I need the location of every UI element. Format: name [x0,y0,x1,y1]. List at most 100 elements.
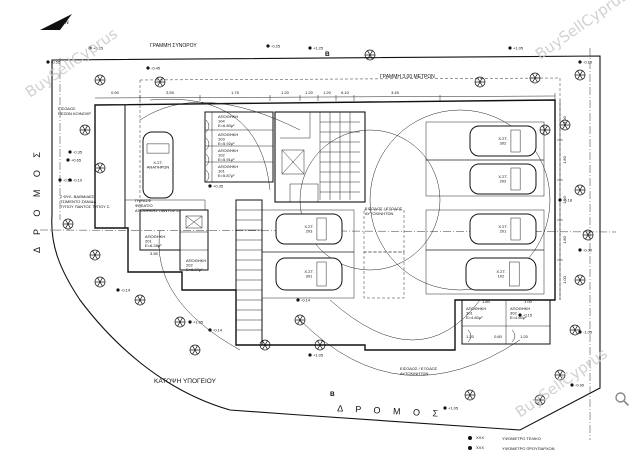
zoom-icon[interactable] [614,391,630,407]
car-windshield [316,261,327,287]
parking-car [469,163,537,195]
level-marker [146,66,150,70]
storage-block-left [204,111,274,183]
level-marker [116,288,120,292]
dimension-value-box: 1.00 [524,299,533,304]
level-value: -0.30 [583,248,593,253]
legend-text: ΥΨΟΜΕΤΡΟ ΠΡΟΥΠΑΡΧΟΝ [502,446,555,451]
dimension-value-top: 1.20 [281,90,290,95]
boundary-front-label: ΓΡΑΜΜΗ ΣΥΝΟΡΟΥ [150,43,197,49]
car-windshield [510,129,521,153]
level-value: -0.10 [73,178,83,183]
level-value: -0.55 [63,178,73,183]
level-value: -0.25 [271,44,281,49]
tree-icon [559,119,571,131]
level-value: +1.05 [313,353,324,358]
tree-icon [174,316,186,328]
level-marker [308,353,312,357]
level-marker [188,320,192,324]
level-marker [58,178,62,182]
dimension-value-top: 6.10 [341,90,350,95]
level-marker [66,158,70,162]
dimension-chain-top [94,95,556,99]
section-mark: B [325,51,330,58]
legend-marker [468,436,472,440]
level-marker [208,184,212,188]
level-value: +1.05 [193,320,204,325]
car-windshield [510,217,521,241]
level-marker [68,150,72,154]
level-value: -0.90 [575,383,585,388]
level-marker [578,248,582,252]
level-marker [518,313,522,317]
level-marker [308,46,312,50]
building-line [139,77,561,300]
tree-icon [294,314,306,326]
tree-icon [154,76,166,88]
level-marker [443,406,447,410]
level-value: -1.05 [583,330,593,335]
level-marker [578,60,582,64]
level-value: -0.14 [213,328,223,333]
parking-car [465,257,537,291]
level-value: +1.05 [448,406,459,411]
north-arrow-icon [40,14,72,30]
tree-icon [574,184,586,196]
level-marker [88,46,92,50]
street-label-left: Δ Ρ Ο Μ Ο Σ [32,147,42,253]
tree-icon [464,389,476,401]
tree-icon [574,69,586,81]
level-value: -0.45 [151,66,161,71]
tree-icon [474,76,486,88]
level-value: -0.14 [121,288,131,293]
legend-marker [468,446,472,450]
level-marker [208,328,212,332]
level-value: +0.35 [213,184,224,189]
north-label: N [65,20,69,26]
tree-icon [539,124,551,136]
parking-space-label: Χ.ΣΤ.202 [498,174,507,184]
dimension-value-box: 1.20 [466,334,475,339]
tree-icon [94,162,106,174]
tree-icon [189,344,201,356]
dimension-value-right: 1.80 [562,155,567,164]
car-windshield [146,143,170,154]
drawing-title: ΚΑΤΟΨΗ ΥΠΟΓΕΙΟΥ [154,378,217,385]
level-value: +1.25 [313,46,324,51]
dimension-value-right: 3.00 [562,115,567,124]
level-marker [68,178,72,182]
parking-space-label: Χ.ΣΤ.203 [304,224,313,234]
site-boundary [51,55,601,431]
dimension-value-top: 1.20 [323,90,332,95]
level-marker [266,44,270,48]
building-line-label: ΓΡΑΜΜΗ 3.00 ΜΕΤΡΩΝ [380,74,435,80]
dimension-value-top: 3.55 [166,90,175,95]
parking-car [469,125,537,157]
level-value: -0.14 [301,298,311,303]
dimension-value-right: 1.00 [562,275,567,284]
legend-symbol: XXX [476,445,484,450]
dimension-value-left: 3.55 [150,251,159,256]
tree-icon [89,249,101,261]
parking-space-label: Χ.ΣΤ.102 [496,269,505,279]
tree-icon [94,74,106,86]
level-value: -0.15 [523,313,533,318]
level-value: -0.18 [563,198,573,203]
parking-car [142,131,174,199]
tree-icon [259,339,271,351]
dimension-value-top: 0.90 [111,90,120,95]
turning-circles [139,98,551,376]
dimension-value-box: 0.80 [494,334,503,339]
car-windshield [509,261,520,287]
parking-car [469,213,537,245]
dimension-value-top: 1.75 [231,90,240,95]
level-value: +0.25 [93,46,104,51]
